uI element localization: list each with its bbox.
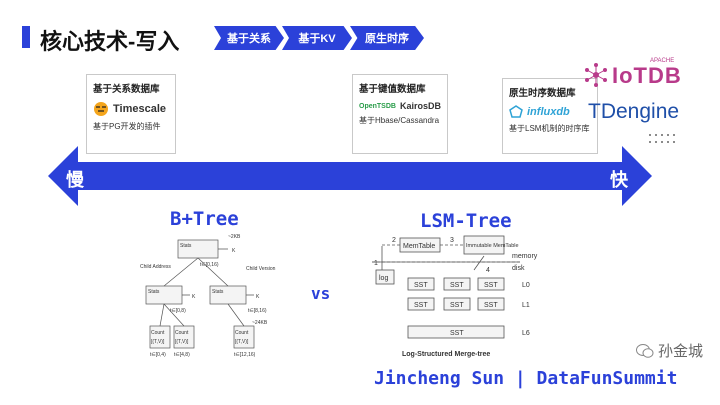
- btree-stats: Stats: [180, 243, 192, 249]
- lsm-step3: 3: [450, 237, 454, 244]
- apache-label: APACHE: [650, 58, 675, 64]
- lsm-level-0: L0: [522, 282, 530, 289]
- influx-icon: [509, 105, 523, 118]
- credit-line: Jincheng Sun | DataFunSummit: [374, 368, 678, 389]
- btree-count-c: Count: [235, 330, 249, 336]
- title-marker: [22, 26, 30, 48]
- watermark-text: 孙金城: [658, 343, 704, 360]
- lsm-level-1: L1: [522, 302, 530, 309]
- lsm-step2: 2: [392, 237, 396, 244]
- card-heading: 基于键值数据库: [359, 84, 426, 95]
- btree-tv-b: [(T,V)]: [175, 339, 189, 345]
- btree-child-address: Child Address: [140, 264, 171, 270]
- dots-decoration: [649, 134, 675, 143]
- lsm-log: log: [379, 275, 388, 282]
- tag-relational: 基于关系: [214, 26, 284, 50]
- timescale-logo: Timescale: [93, 101, 169, 117]
- lsm-memory: memory: [512, 253, 538, 260]
- lsm-sst: SST: [450, 302, 464, 309]
- btree-leaf-b: t∈[4,8): [174, 352, 190, 358]
- lsm-disk: disk: [512, 265, 525, 272]
- fast-label: 快: [610, 170, 628, 190]
- btree-leaf-c: t∈[12,16): [234, 352, 256, 358]
- lsm-sst: SST: [414, 302, 428, 309]
- watermark: 孙金城: [636, 340, 703, 361]
- card-native: 原生时序数据库 influxdb 基于LSM机制的时序库: [502, 78, 598, 154]
- lsm-title: LSM-Tree: [420, 210, 512, 232]
- card-kv: 基于键值数据库 OpenTSDB KairosDB 基于Hbase/Cassan…: [352, 74, 448, 154]
- btree-range-a: t∈[0,16): [200, 262, 219, 268]
- lsm-sst: SST: [450, 282, 464, 289]
- btree-leaf-a: t∈[0,4): [150, 352, 166, 358]
- opentsdb-logo: OpenTSDB: [359, 102, 396, 110]
- lsm-step1: 1: [374, 260, 378, 267]
- btree-k: K: [232, 248, 236, 254]
- lsm-sst: SST: [484, 302, 498, 309]
- tdengine-text: TDengine: [588, 100, 680, 123]
- wechat-icon: [636, 343, 654, 358]
- lsm-sst: SST: [484, 282, 498, 289]
- iotdb-brand: APACHE IoTDB: [584, 58, 690, 98]
- card-footer: 基于Hbase/Cassandra: [359, 116, 440, 125]
- card-relational: 基于关系数据库 Timescale 基于PG开发的插件: [86, 74, 176, 154]
- lsm-sst: SST: [414, 282, 428, 289]
- btree-title: B+Tree: [170, 208, 239, 230]
- btree-child-version: Child Version: [246, 266, 276, 272]
- btree-stats-r: Stats: [212, 289, 224, 295]
- speed-arrow: [48, 146, 652, 206]
- kairosdb-logo: KairosDB: [399, 101, 441, 111]
- tag-native: 原生时序: [350, 26, 424, 50]
- btree-range-b: t∈[0,8): [170, 308, 186, 314]
- lsm-level-6: L6: [522, 330, 530, 337]
- kv-logos: OpenTSDB KairosDB: [359, 101, 441, 111]
- card-footer: 基于LSM机制的时序库: [509, 124, 590, 133]
- btree-count-a: Count: [151, 330, 165, 336]
- lsm-caption: Log-Structured Merge-tree: [402, 351, 490, 358]
- card-footer: 基于PG开发的插件: [93, 122, 161, 131]
- btree-k-r: K: [256, 294, 260, 300]
- lsm-sst: SST: [450, 330, 464, 337]
- lsm-step4: 4: [486, 267, 490, 274]
- btree-tv-a: [(T,V)]: [151, 339, 165, 345]
- iotdb-icon: [585, 63, 607, 87]
- btree-k-l: K: [192, 294, 196, 300]
- lsm-immutable: Immutable MemTable: [466, 243, 519, 249]
- card-heading: 原生时序数据库: [509, 88, 576, 99]
- btree-range-c: t∈[8,16): [248, 308, 267, 314]
- btree-stats-l: Stats: [148, 289, 160, 295]
- tiger-icon: [94, 102, 108, 116]
- logo-text: influxdb: [527, 106, 570, 118]
- vs-label: vs: [311, 284, 331, 303]
- page-title: 核心技术-写入: [40, 29, 180, 54]
- lsm-memtable: MemTable: [403, 243, 435, 250]
- btree-size-top: ~2KB: [228, 234, 241, 240]
- lsm-diagram: 2 3 4 1 MemTable Immutable MemTable memo…: [372, 235, 538, 358]
- card-heading: 基于关系数据库: [93, 84, 160, 95]
- iotdb-text: IoTDB: [612, 63, 682, 88]
- btree-size-leaf: ~24KB: [252, 320, 268, 326]
- influxdb-logo: influxdb: [509, 105, 591, 119]
- btree-tv-c: [(T,V)]: [235, 339, 249, 345]
- logo-text: Timescale: [113, 103, 167, 115]
- tag-kv: 基于KV: [282, 26, 352, 50]
- slow-label: 慢: [66, 170, 84, 190]
- btree-diagram: ~2KB Stats K t∈[0,16) Child Address Chil…: [140, 234, 276, 358]
- btree-count-b: Count: [175, 330, 189, 336]
